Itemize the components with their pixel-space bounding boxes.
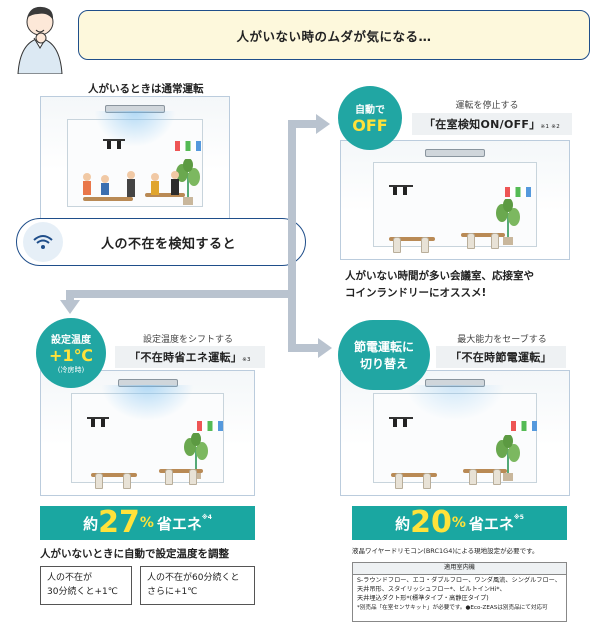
power-save-prefix: 約 — [395, 514, 411, 533]
shift-save-note: ※4 — [201, 514, 212, 521]
power-badge-line1: 節電運転に — [353, 340, 414, 354]
box2-line1: 人の不在が60分続くと — [147, 573, 240, 583]
shift-badge-line1: 設定温度 — [51, 335, 91, 346]
auto-off-badge: 自動で OFF — [338, 86, 402, 150]
power-save-word: 省エネ — [468, 514, 514, 533]
shift-save-value: 27 — [98, 505, 140, 540]
shift-save-word: 省エネ — [156, 514, 202, 533]
ac-unit-icon — [425, 149, 485, 157]
off-panel-desc-1: 人がいない時間が多い会議室、応接室や — [345, 270, 534, 282]
shift-badge-line3: (冷房時) — [57, 366, 85, 374]
arrow-right-icon — [316, 114, 330, 134]
models-line2: 天井吊形、スタイリッシュフロー*、ビルトインHi*、 — [357, 585, 506, 593]
off-panel-desc-2: コインランドリーにオススメ! — [345, 287, 487, 299]
room-occupied-illustration — [40, 96, 230, 220]
shift-panel-note: ※3 — [242, 357, 251, 363]
flow-arrow-trunk — [288, 120, 296, 350]
power-save-note: ※5 — [513, 514, 524, 521]
power-save-pct: % — [451, 515, 466, 531]
shift-panel-sub: 設定温度をシフトする — [142, 335, 233, 345]
shift-saving-bar: 約 27 % 省エネ ※4 — [40, 506, 255, 540]
box1-line1: 人の不在が — [47, 573, 93, 583]
normal-operation-caption: 人がいるときは通常運転 — [88, 83, 204, 95]
shift-panel-desc: 人がいないときに自動で設定温度を調整 — [40, 548, 229, 560]
applicable-models-box: 適用室内機 S-ラウンドフロー、エコ・ダブルフロー、ワンダ風流、シングルフロー、… — [352, 562, 567, 622]
banner-text: 人がいない時のムダが気になる… — [236, 28, 432, 44]
power-save-badge: 節電運転に 切り替え — [338, 320, 430, 390]
models-line3: 天井埋込ダクト形*(標準タイプ・高静圧タイプ) — [357, 594, 489, 602]
power-badge-line2: 切り替え — [359, 357, 408, 371]
off-panel-title: 「在室検知ON/OFF」※1 ※2 — [412, 113, 572, 135]
box1-line2: 30分続くと+1℃ — [47, 586, 118, 597]
shift-save-pct: % — [139, 515, 154, 531]
models-line1: S-ラウンドフロー、エコ・ダブルフロー、ワンダ風流、シングルフロー、 — [357, 576, 561, 584]
room-empty-off-illustration — [340, 140, 570, 260]
shift-badge-line2: +1℃ — [49, 346, 93, 365]
power-panel-title: 「不在時節電運転」 — [436, 346, 566, 368]
room-empty-power-illustration — [340, 370, 570, 496]
shift-save-prefix: 約 — [83, 514, 99, 533]
arrow-down-icon — [60, 300, 80, 314]
off-panel-note: ※1 ※2 — [540, 124, 561, 130]
power-save-value: 20 — [410, 505, 452, 540]
shift-panel-title-text: 「不在時省エネ運転」 — [129, 351, 243, 364]
room-empty-shift-illustration — [40, 370, 255, 496]
worried-person-illustration — [17, 6, 63, 74]
box2-line2: さらに+1℃ — [147, 586, 198, 597]
off-panel-title-text: 「在室検知ON/OFF」 — [423, 118, 541, 131]
temp-shift-badge: 設定温度 +1℃ (冷房時) — [36, 318, 106, 388]
models-line4: *別売品「在室センサキット」が必要です。●Eco-ZEASは別売品にて対応可 — [357, 604, 548, 611]
concern-banner: 人がいない時のムダが気になる… — [78, 10, 590, 60]
detect-label: 人の不在を検知すると — [101, 236, 237, 252]
arrow-right-icon — [318, 338, 332, 358]
power-saving-bar: 約 20 % 省エネ ※5 — [352, 506, 567, 540]
models-title: 適用室内機 — [353, 563, 566, 575]
shift-condition-30min: 人の不在が 30分続くと+1℃ — [40, 566, 132, 605]
absence-detect-pill: 人の不在を検知すると — [16, 218, 306, 266]
shift-panel-title: 「不在時省エネ運転」※3 — [115, 346, 265, 368]
off-badge-line2: OFF — [352, 116, 388, 135]
sensor-wave-icon — [23, 222, 63, 262]
off-panel-sub: 運転を停止する — [455, 101, 519, 111]
ac-unit-icon — [425, 379, 485, 387]
shift-condition-60min: 人の不在が60分続くと さらに+1℃ — [140, 566, 255, 605]
power-panel-sub: 最大能力をセーブする — [457, 335, 547, 345]
remote-note: 液晶ワイヤードリモコン(BRC1G4)による現地設定が必要です。 — [352, 547, 539, 555]
off-badge-line1: 自動で — [355, 105, 385, 116]
